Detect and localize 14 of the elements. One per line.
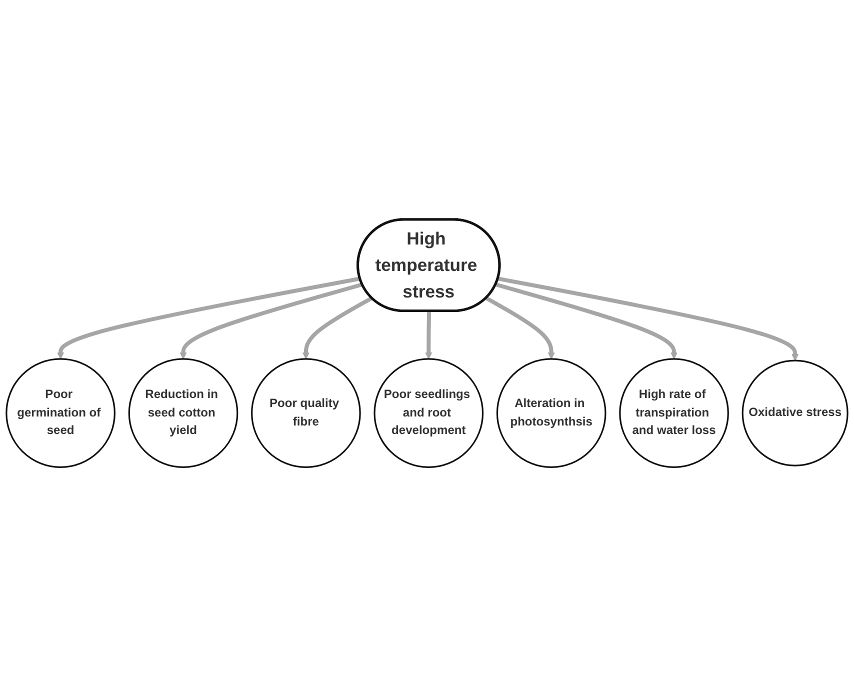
node-circle: Reduction in seed cotton yield [128, 358, 238, 468]
arrow [180, 282, 363, 359]
node-circle: Poor quality fibre [251, 358, 361, 468]
arrow [495, 282, 678, 359]
node-circle: High rate of transpiration and water loss [619, 358, 729, 468]
arrow [485, 296, 555, 359]
arrow [57, 276, 360, 359]
node-circle: Poor germination of seed [6, 358, 116, 468]
node-circle: Oxidative stress [742, 359, 848, 466]
node-circle: Poor seedlings and root development [374, 358, 484, 468]
arrow [425, 310, 432, 359]
node-circle: Alteration in photosynthsis [496, 358, 606, 468]
arrow [498, 276, 799, 361]
arrow [302, 296, 373, 359]
